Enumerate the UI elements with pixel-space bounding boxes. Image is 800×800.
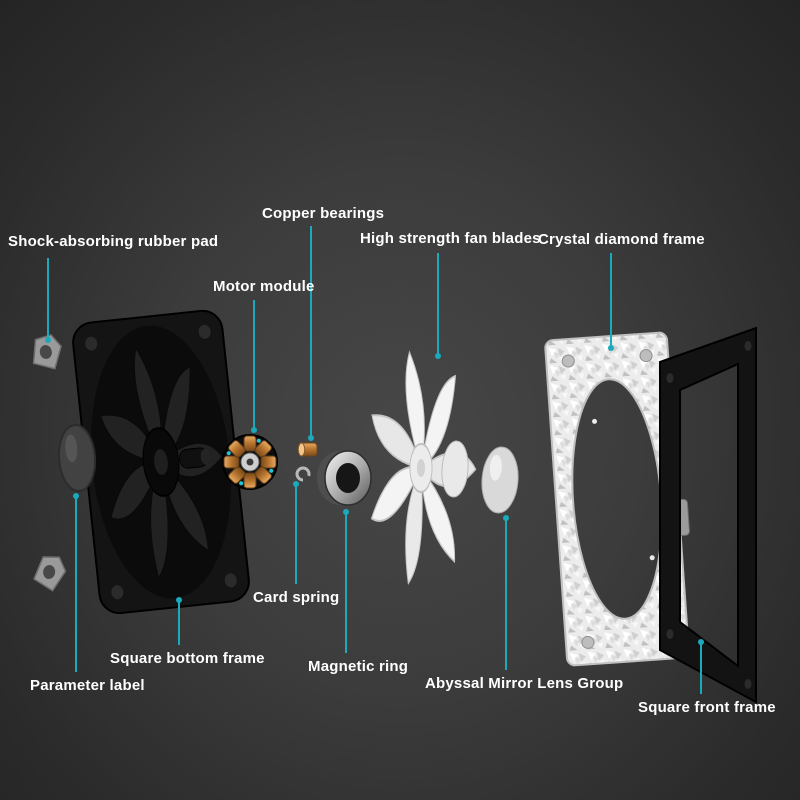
- leader-rubber-pad: [45, 258, 51, 343]
- fan-blades-part: [370, 350, 477, 586]
- leader-card-spring: [293, 481, 299, 584]
- leader-fan-blades: [435, 253, 441, 359]
- leader-parameter-label: [73, 493, 79, 672]
- card-spring-part: [295, 466, 311, 482]
- leader-crystal-frame: [608, 253, 614, 351]
- label-lens-group: Abyssal Mirror Lens Group: [425, 675, 624, 692]
- label-copper-bearings: Copper bearings: [262, 205, 385, 222]
- label-rubber-pad: Shock-absorbing rubber pad: [8, 233, 219, 250]
- label-card-spring: Card spring: [253, 589, 340, 606]
- label-crystal-frame: Crystal diamond frame: [538, 231, 705, 248]
- square-bottom-frame-part: [72, 309, 250, 615]
- label-fan-blades: High strength fan blades: [360, 230, 541, 247]
- square-front-frame-part: [659, 326, 757, 704]
- leader-magnetic-ring: [343, 509, 349, 653]
- leader-copper-bearings: [308, 226, 314, 441]
- label-bottom-frame: Square bottom frame: [110, 650, 265, 667]
- parameter-label-part: [57, 424, 97, 492]
- magnetic-ring-part: [317, 450, 372, 506]
- copper-bearings-part: [297, 442, 318, 457]
- label-magnetic-ring: Magnetic ring: [308, 658, 409, 675]
- label-parameter-label: Parameter label: [30, 677, 145, 694]
- leader-front-frame: [698, 639, 704, 694]
- rubber-pad-bottom-part: [33, 556, 67, 592]
- motor-module-part: [222, 434, 278, 490]
- label-motor-module: Motor module: [213, 278, 315, 295]
- leader-motor-module: [251, 300, 257, 433]
- label-front-frame: Square front frame: [638, 699, 776, 716]
- lens-group-part: [441, 440, 519, 514]
- leader-lens-group: [503, 515, 509, 670]
- leader-bottom-frame: [176, 597, 182, 645]
